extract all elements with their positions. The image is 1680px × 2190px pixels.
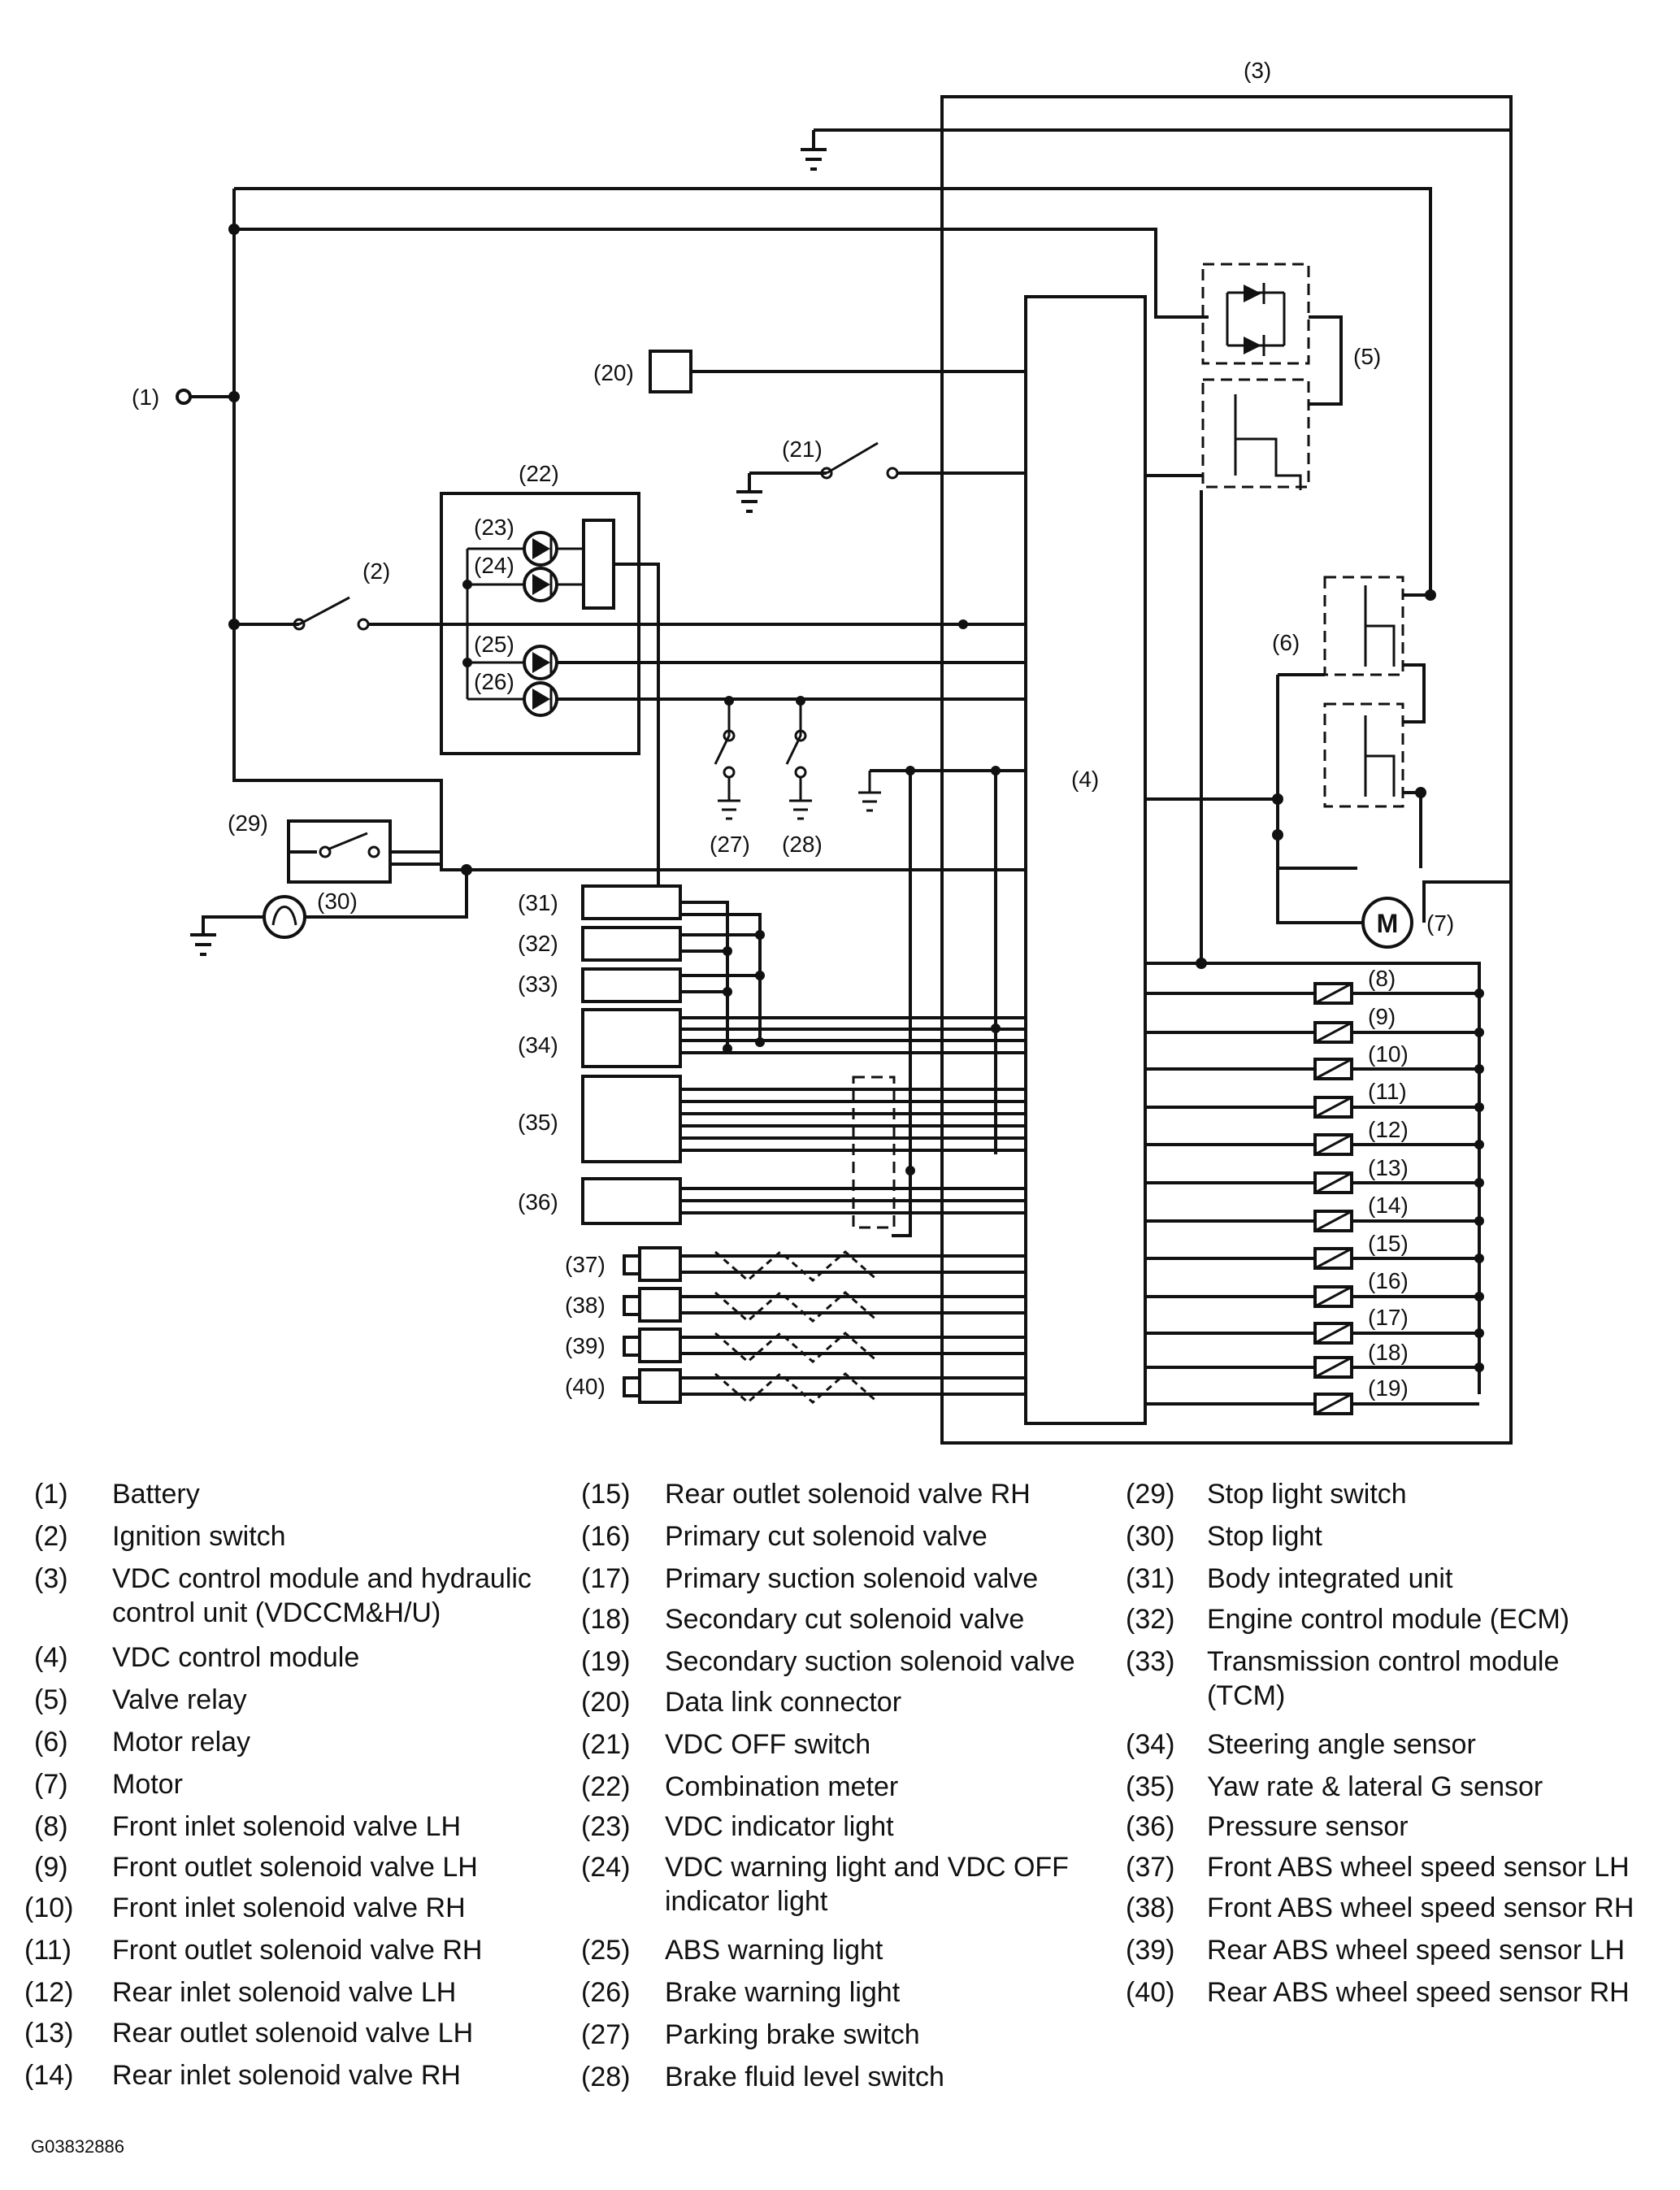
vdc-off-switch <box>736 441 1026 513</box>
label-17: (17) <box>1368 1305 1409 1330</box>
label-4: (4) <box>1071 767 1099 792</box>
label-35: (35) <box>518 1110 558 1135</box>
reference-labels: (1) (2) (3) (4) (5) (6) (7) (8) (9) (10)… <box>132 58 1454 1401</box>
label-6: (6) <box>1272 630 1300 655</box>
label-27: (27) <box>710 832 750 857</box>
label-22: (22) <box>519 461 559 486</box>
wiring-diagram: M <box>132 58 1513 1445</box>
label-8: (8) <box>1368 966 1396 991</box>
motor-symbol: M <box>1377 909 1399 938</box>
label-12: (12) <box>1368 1117 1409 1142</box>
label-5: (5) <box>1353 344 1381 369</box>
label-36: (36) <box>518 1189 558 1214</box>
combination-meter <box>440 492 1026 886</box>
battery-bus <box>176 187 1432 864</box>
label-9: (9) <box>1368 1004 1396 1029</box>
label-13: (13) <box>1368 1155 1409 1180</box>
label-37: (37) <box>565 1252 606 1277</box>
label-10: (10) <box>1368 1041 1409 1067</box>
label-39: (39) <box>565 1333 606 1358</box>
label-21: (21) <box>782 437 823 462</box>
label-7: (7) <box>1426 910 1454 936</box>
label-15: (15) <box>1368 1231 1409 1256</box>
label-28: (28) <box>782 832 823 857</box>
label-34: (34) <box>518 1032 558 1058</box>
label-2: (2) <box>362 558 390 584</box>
label-40: (40) <box>565 1374 606 1399</box>
label-31: (31) <box>518 890 558 915</box>
label-1: (1) <box>132 385 159 410</box>
brake-switches <box>714 696 1026 820</box>
data-link-connector <box>649 350 1026 393</box>
label-38: (38) <box>565 1293 606 1318</box>
label-19: (19) <box>1368 1375 1409 1401</box>
stop-light-circuit <box>190 819 1026 956</box>
ignition-switch <box>234 596 1026 631</box>
label-26: (26) <box>474 669 514 694</box>
label-32: (32) <box>518 931 558 956</box>
valve-relay <box>1145 263 1343 963</box>
label-11: (11) <box>1368 1079 1407 1104</box>
motor-relay <box>1145 576 1436 870</box>
ground-symbol-top <box>801 128 1511 171</box>
label-33: (33) <box>518 971 558 997</box>
label-20: (20) <box>593 360 634 385</box>
vdc-control-module-block <box>1024 295 1147 1425</box>
signal-units <box>581 771 1026 1237</box>
solenoid-valves <box>1145 958 1484 1415</box>
label-24: (24) <box>474 553 514 578</box>
label-14: (14) <box>1368 1193 1409 1218</box>
label-18: (18) <box>1368 1340 1409 1365</box>
label-30: (30) <box>317 889 358 914</box>
label-23: (23) <box>474 515 514 540</box>
wheel-speed-sensors <box>623 1246 1026 1404</box>
figure-id: G03832886 <box>31 2136 124 2157</box>
label-29: (29) <box>228 810 268 836</box>
motor: M <box>1276 868 1413 949</box>
label-3: (3) <box>1244 58 1271 83</box>
label-16: (16) <box>1368 1268 1409 1293</box>
label-25: (25) <box>474 632 514 657</box>
